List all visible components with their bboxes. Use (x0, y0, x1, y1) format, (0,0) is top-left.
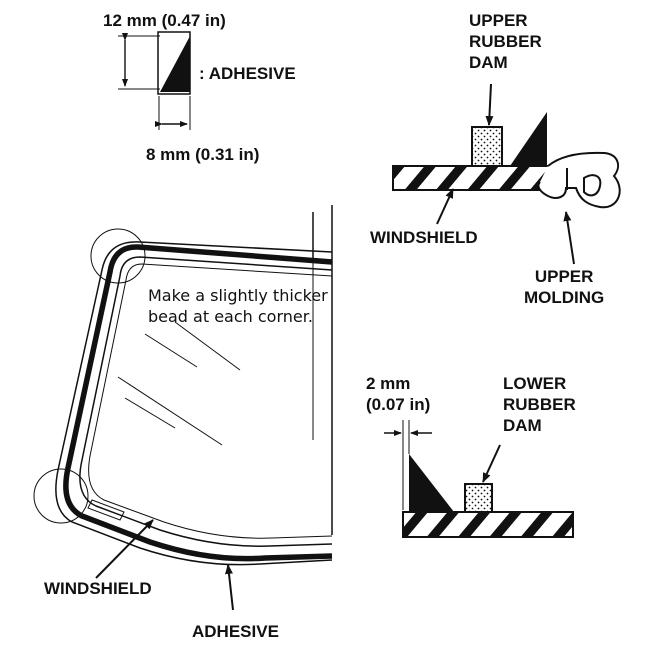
lower-section-detail (384, 420, 574, 538)
dim-width-label: 8 mm (0.31 in) (146, 145, 260, 164)
lower-adhesive-bead (409, 454, 454, 512)
upper-rubber-dam (471, 126, 503, 167)
upper-rubber-dam-label: UPPER RUBBER DAM (469, 11, 542, 72)
corner-note: Make a slightly thicker bead at each cor… (148, 286, 328, 326)
upper-adhesive-bead (510, 112, 547, 166)
adhesive-main-label: ADHESIVE (192, 622, 279, 641)
adhesive-key-label: : ADHESIVE (199, 64, 296, 83)
windshield-upper-label: WINDSHIELD (370, 228, 478, 247)
dim-gap-label: 2 mm (0.07 in) (366, 374, 431, 414)
adhesive-key-symbol (118, 31, 191, 130)
windshield-main-view (33, 205, 333, 611)
dim-height-label: 12 mm (0.47 in) (103, 11, 226, 30)
lower-rubber-dam (464, 483, 493, 513)
upper-molding-label: UPPER MOLDING (524, 267, 605, 307)
lower-rubber-dam-label: LOWER RUBBER DAM (503, 374, 576, 435)
upper-section-detail (392, 83, 621, 265)
adhesive-bead (63, 244, 333, 562)
corner-circle-bottom (33, 468, 89, 524)
windshield-main-label: WINDSHIELD (44, 579, 152, 598)
upper-molding (537, 151, 621, 209)
corner-circle-top (90, 228, 146, 284)
